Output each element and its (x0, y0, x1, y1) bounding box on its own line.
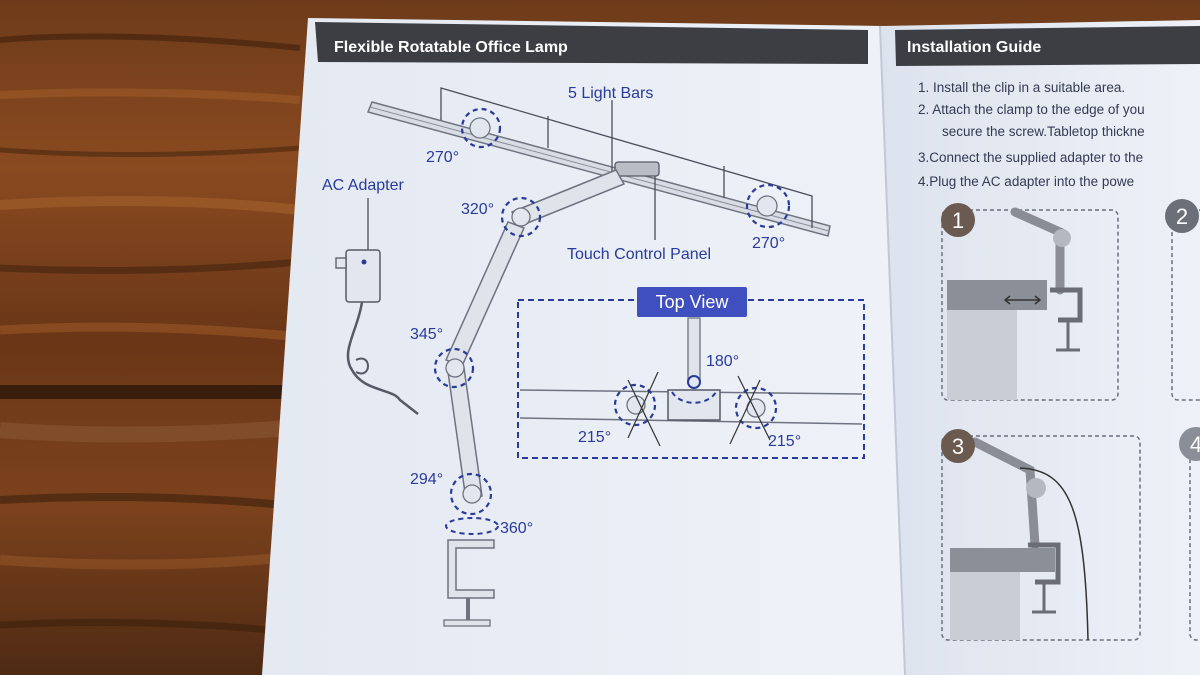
ac-adapter (335, 249, 419, 415)
step-2-badge (1165, 199, 1199, 233)
install-step-1: 1. Install the clip in a suitable area. (918, 80, 1125, 95)
top-center-arc (671, 391, 717, 404)
elbow-low-angle: 294° (410, 471, 443, 488)
bar-left-angle: 270° (426, 149, 459, 166)
top-right-angle: 215° (768, 433, 801, 450)
install-step-2: 2. Attach the clamp to the edge of you (918, 102, 1145, 117)
top-left-ring (613, 383, 657, 427)
right-page-title: Installation Guide (907, 39, 1041, 56)
top-view-badge (637, 287, 747, 317)
lamp-diagram: 5 Light Bars Touch Control Panel 270° 27… (322, 85, 865, 627)
top-center-angle: 180° (706, 353, 739, 370)
light-bars-bracket (440, 87, 813, 228)
top-view-label: Top View (656, 292, 730, 312)
step-4-number: 4 (1190, 432, 1200, 457)
left-title-bar (315, 22, 868, 64)
elbow-top-ring (500, 196, 542, 238)
install-step-2-cont: secure the screw.Tabletop thickne (942, 124, 1145, 139)
elbow-mid-angle: 345° (410, 326, 443, 343)
step-1-number: 1 (952, 208, 964, 233)
elbow-mid-ring (433, 347, 475, 389)
touch-control-panel-label: Touch Control Panel (567, 246, 711, 263)
bar-right-angle: 270° (752, 235, 785, 252)
right-page: Installation Guide 1. Install the clip i… (879, 20, 1200, 675)
base-swivel-ring (445, 517, 499, 535)
elbow-low-ring (449, 472, 493, 516)
bar-right-rotation-ring (745, 183, 791, 229)
base-swivel-angle: 360° (500, 520, 533, 537)
install-step-3: 3.Connect the supplied adapter to the (918, 150, 1143, 165)
step-3-number: 3 (952, 434, 964, 459)
touch-control-panel (614, 161, 660, 177)
top-view-diagram: Top View 180° 215° 215° (517, 287, 865, 459)
step-1-panel (941, 207, 1119, 401)
right-title-bar (895, 26, 1200, 66)
left-page: Flexible Rotatable Office Lamp (262, 18, 905, 675)
left-page-title: Flexible Rotatable Office Lamp (334, 39, 568, 56)
step-1-badge (941, 203, 975, 237)
step-3-badge (941, 429, 975, 463)
step-3-panel (941, 435, 1141, 641)
desk-clamp (443, 539, 495, 627)
bar-left-rotation-ring (460, 107, 502, 149)
step-4-badge (1179, 427, 1200, 461)
elbow-top-angle: 320° (461, 201, 494, 218)
step-2-number: 2 (1176, 204, 1188, 229)
light-bars-label: 5 Light Bars (568, 85, 653, 102)
top-left-angle: 215° (578, 429, 611, 446)
ac-adapter-label: AC Adapter (322, 177, 405, 194)
install-step-4: 4.Plug the AC adapter into the powe (918, 174, 1134, 189)
step-4-panel (1189, 435, 1200, 641)
